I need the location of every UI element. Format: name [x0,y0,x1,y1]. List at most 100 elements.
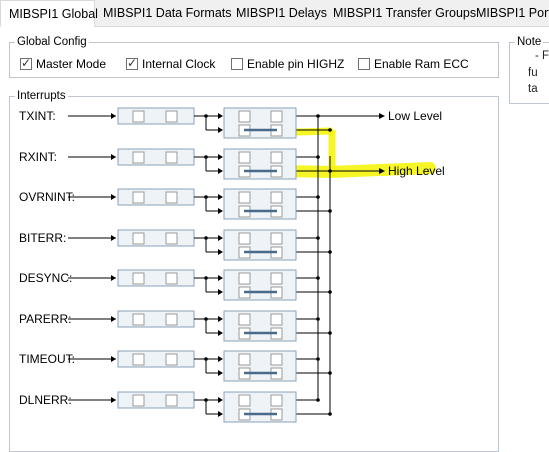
arrow-icon [218,154,223,160]
interrupt-row-dlnerr: DLNERR: [19,391,297,423]
low-select-checkbox[interactable] [238,313,251,326]
arrow-icon [218,208,223,214]
flag-checkbox[interactable] [165,151,178,164]
tab-mibspi1-global[interactable]: MIBSPI1 Global [0,0,98,27]
low-flag-checkbox[interactable] [270,313,283,326]
global-config-group: Global Config [9,36,499,78]
arrow-icon [379,113,385,119]
interrupt-label-biterr: BITERR: [19,231,66,245]
low-select-checkbox[interactable] [238,191,251,204]
level-box [223,107,297,139]
arrow-icon [111,113,116,119]
interrupt-routing-diagram: TXINT:RXINT:OVRNINT:BITERR:DESYNC:PARERR… [19,107,445,423]
flag-checkbox[interactable] [165,353,178,366]
enable-box [117,188,195,206]
enable-checkbox[interactable] [132,110,145,123]
enable-box [117,107,195,125]
level-box [223,148,297,180]
enable-pin-highz-checkbox[interactable] [231,58,243,70]
junction-dot [328,128,332,132]
level-box [223,229,297,261]
enable-ram-ecc-checkbox[interactable] [358,58,370,70]
low-select-checkbox[interactable] [238,232,251,245]
enable-checkbox[interactable] [132,394,145,407]
note-line-3: ta [528,83,538,95]
arrow-icon [218,194,223,200]
enable-checkbox[interactable] [132,151,145,164]
enable-checkbox[interactable] [132,191,145,204]
note-line-2: fu [528,67,538,79]
interrupt-rows: TXINT:RXINT:OVRNINT:BITERR:DESYNC:PARERR… [19,107,297,423]
flag-checkbox[interactable] [165,191,178,204]
enable-box [117,148,195,166]
arrow-icon [218,113,223,119]
low-flag-checkbox[interactable] [270,151,283,164]
enable-checkbox[interactable] [132,313,145,326]
enable-box [117,269,195,287]
flag-checkbox[interactable] [165,394,178,407]
enable-box [117,229,195,247]
arrow-icon [218,356,223,362]
enable-pin-highz-label: Enable pin HIGHZ [247,57,345,71]
interrupt-row-txint: TXINT: [19,107,297,139]
low-select-checkbox[interactable] [238,394,251,407]
arrow-icon [111,235,116,241]
enable-box [117,391,195,409]
note-legend: Note [517,36,542,48]
flag-checkbox[interactable] [165,110,178,123]
interrupt-row-biterr: BITERR: [19,229,297,261]
tab-mibspi1-transfer-groups[interactable]: MIBSPI1 Transfer Groups [333,6,477,20]
interrupt-label-txint: TXINT: [19,109,56,123]
master-mode-label: Master Mode [36,57,107,71]
low-flag-checkbox[interactable] [270,272,283,285]
level-box [223,310,297,342]
interrupt-row-ovrnint: OVRNINT: [19,188,297,220]
arrow-icon [218,127,223,133]
flag-checkbox[interactable] [165,232,178,245]
enable-box [117,310,195,328]
flag-checkbox[interactable] [165,313,178,326]
low-select-checkbox[interactable] [238,353,251,366]
arrow-icon [218,275,223,281]
arrow-icon [111,154,116,160]
arrow-icon [111,275,116,281]
tab-bar: MIBSPI1 Global MIBSPI1 Data Formats MIBS… [0,0,549,27]
enable-ram-ecc-label: Enable Ram ECC [374,57,469,71]
tab-content: Global Config Master Mode Internal Clock… [0,27,549,452]
tab-mibspi1-data-formats[interactable]: MIBSPI1 Data Formats [103,6,232,20]
level-box [223,269,297,301]
interrupt-label-timeout: TIMEOUT: [19,352,75,366]
arrow-icon [111,397,116,403]
arrow-icon [379,168,385,174]
low-select-checkbox[interactable] [238,151,251,164]
interrupt-label-dlnerr: DLNERR: [19,393,72,407]
enable-checkbox[interactable] [132,272,145,285]
arrow-icon [218,316,223,322]
arrow-icon [218,235,223,241]
low-flag-checkbox[interactable] [270,394,283,407]
low-flag-checkbox[interactable] [270,353,283,366]
enable-checkbox[interactable] [132,353,145,366]
note-group: Note [509,36,549,104]
low-flag-checkbox[interactable] [270,110,283,123]
routing-wires [296,114,332,416]
level-box [223,391,297,423]
tab-mibspi1-port[interactable]: MIBSPI1 Port [476,6,549,20]
internal-clock-checkbox[interactable] [126,56,138,70]
tab-mibspi1-delays[interactable]: MIBSPI1 Delays [236,6,328,20]
level-box [223,350,297,382]
enable-checkbox[interactable] [132,232,145,245]
arrow-icon [111,194,116,200]
low-flag-checkbox[interactable] [270,232,283,245]
interrupt-label-ovrnint: OVRNINT: [19,190,75,204]
master-mode-checkbox[interactable] [20,56,32,70]
arrow-icon [218,397,223,403]
interrupt-label-desync: DESYNC: [19,271,72,285]
low-select-checkbox[interactable] [238,272,251,285]
low-select-checkbox[interactable] [238,110,251,123]
level-box [223,188,297,220]
arrow-icon [218,249,223,255]
low-flag-checkbox[interactable] [270,191,283,204]
flag-checkbox[interactable] [165,272,178,285]
interrupt-row-rxint: RXINT: [19,148,297,180]
